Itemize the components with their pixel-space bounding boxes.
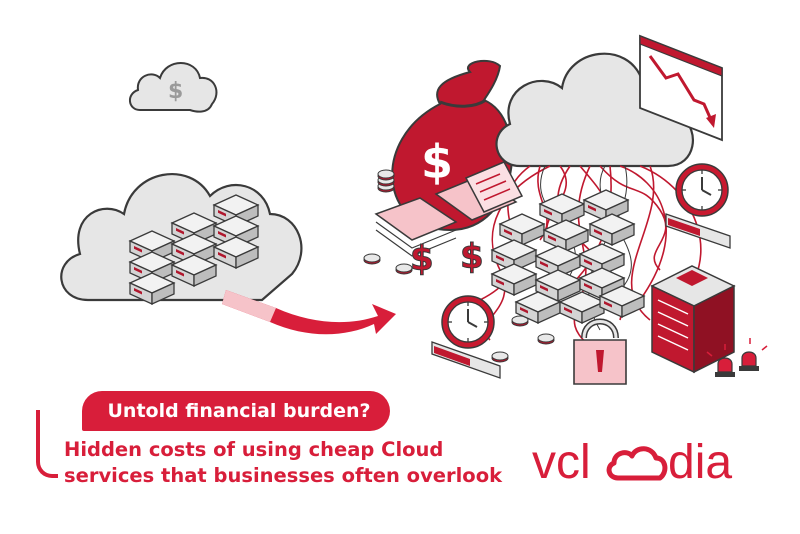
arrow-right-icon — [222, 290, 396, 335]
cloud-dollar-icon: $ — [129, 62, 218, 113]
alarm-light-icon — [706, 338, 768, 377]
bracket-decoration — [36, 410, 58, 478]
server-pile — [491, 189, 645, 324]
subtitle: Hidden costs of using cheap Cloud servic… — [64, 437, 524, 489]
clock-icon — [431, 295, 501, 379]
currency-symbol: $ — [168, 79, 183, 104]
currency-symbol: $ — [421, 135, 453, 189]
currency-symbol: $ — [460, 237, 484, 277]
clock-icon — [665, 163, 731, 249]
currency-symbol: $ — [410, 239, 434, 279]
padlock-icon — [573, 318, 627, 385]
cloud-o-icon — [606, 446, 668, 481]
declining-chart-icon — [639, 34, 723, 142]
cloud-server-icon — [60, 173, 303, 305]
subtitle-line-2: services that businesses often overlook — [64, 464, 503, 487]
vcloudia-logo: vcl dia — [532, 436, 732, 489]
coin-icon: $ $ — [363, 169, 555, 363]
subtitle-line-1: Hidden costs of using cheap Cloud — [64, 438, 444, 461]
invoice-icon — [374, 161, 524, 257]
server-rack-icon — [650, 265, 736, 374]
logo-text-after: dia — [668, 436, 732, 489]
logo-text-before: vcl — [532, 436, 591, 489]
headline-pill: Untold financial burden? — [82, 391, 390, 431]
